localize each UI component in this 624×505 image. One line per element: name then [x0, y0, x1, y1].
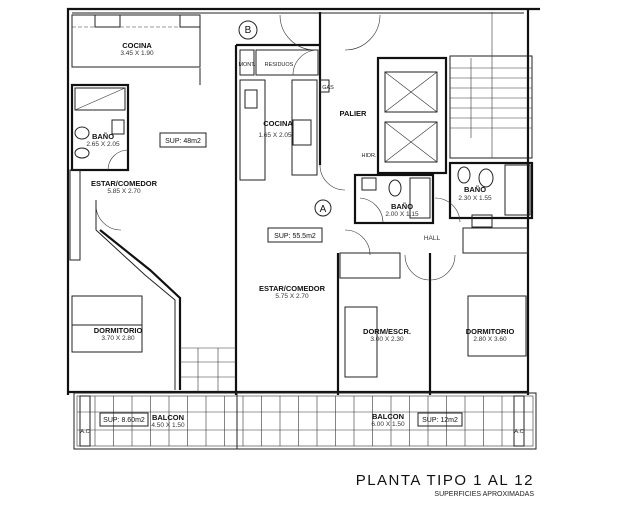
room-dorm-escr: DORM/ESCR. [363, 327, 411, 336]
unit-b-label: B [245, 25, 252, 36]
walls [66, 7, 540, 395]
room-cocina-a: COCINA [263, 119, 293, 128]
balcon-b-sup: SUP: 8.60m2 [103, 417, 145, 424]
plan-subtitle: SUPERFICIES APROXIMADAS [434, 491, 534, 498]
room-dormitorio-a: DORMITORIO [466, 327, 515, 336]
room-dorm-escr-dims: 3.00 X 2.30 [370, 336, 404, 343]
room-bano-a2: BAÑO [464, 185, 486, 194]
room-estar-b: ESTAR/COMEDOR [91, 179, 158, 188]
room-bano-a2-dims: 2.30 X 1.55 [458, 195, 492, 202]
room-balcon-a-dims: 6.00 X 1.50 [371, 421, 405, 428]
room-estar-a: ESTAR/COMEDOR [259, 284, 326, 293]
residuos-label: RESIDUOS [265, 62, 294, 68]
room-bano-b: BAÑO [92, 132, 114, 141]
room-balcon-a: BALCON [372, 412, 404, 421]
room-cocina-b-dims: 3.45 X 1.90 [120, 50, 154, 57]
unit-b-marker: B [245, 25, 252, 36]
room-dormitorio-b: DORMITORIO [94, 326, 143, 335]
palier-label: PALIER [340, 109, 368, 118]
room-hall: HALL [424, 235, 441, 242]
room-balcon-b-dims: 4.50 X 1.50 [151, 422, 185, 429]
room-dormitorio-b-dims: 3.70 X 2.80 [101, 335, 135, 342]
balcon-a-sup: SUP: 12m2 [422, 417, 458, 424]
room-estar-b-dims: 5.85 X 2.70 [107, 188, 141, 195]
unit-a-label: A [320, 204, 327, 215]
plan-title: PLANTA TIPO 1 AL 12 [356, 472, 534, 489]
room-bano-b-dims: 2.65 X 2.05 [86, 141, 120, 148]
hidr-label: HIDR. [362, 153, 377, 159]
ac-right-label: A.C [514, 429, 523, 435]
room-cocina-b: COCINA [122, 41, 152, 50]
room-dormitorio-a-dims: 2.80 X 3.60 [473, 336, 507, 343]
unit-a-marker: A [314, 199, 332, 217]
ac-left-label: A.C [80, 429, 89, 435]
gas-label: GAS [322, 85, 334, 91]
mont-label: MONT. [238, 62, 256, 68]
room-bano-a1-dims: 2.00 X 1.15 [385, 211, 419, 218]
room-bano-a1: BAÑO [391, 202, 413, 211]
room-cocina-a-dims: 1.65 X 2.05 [258, 132, 292, 139]
room-balcon-b: BALCON [152, 413, 184, 422]
unit-a-sup: SUP: 55.5m2 [274, 233, 316, 240]
unit-b-sup: SUP: 48m2 [165, 138, 201, 145]
balcony [73, 392, 537, 450]
room-estar-a-dims: 5.75 X 2.70 [275, 293, 309, 300]
